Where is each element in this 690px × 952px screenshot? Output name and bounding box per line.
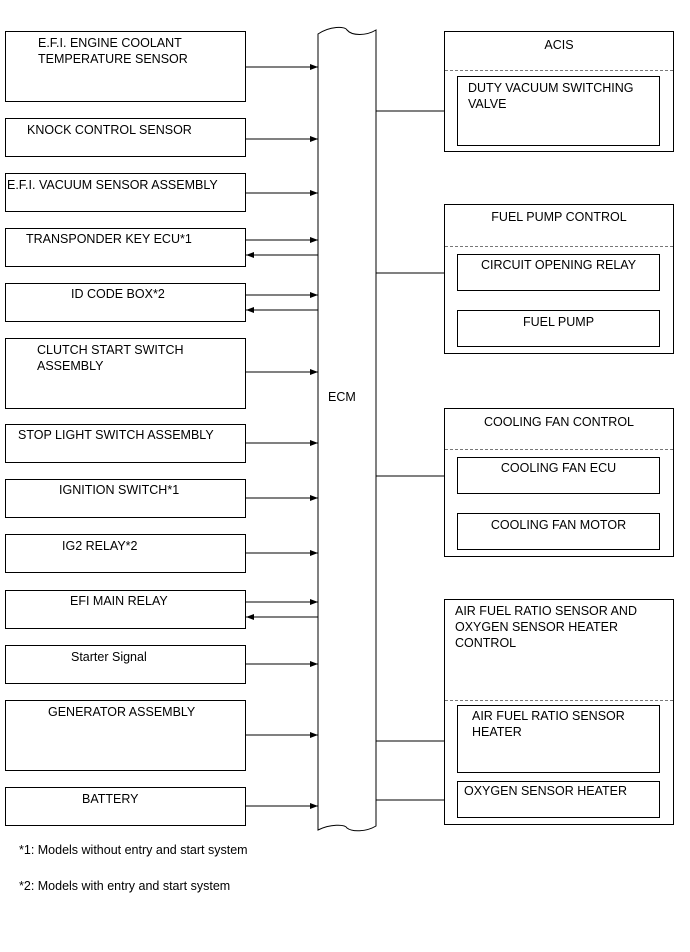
output-label: DUTY VACUUM SWITCHING VALVE <box>468 81 634 111</box>
output-label: OXYGEN SENSOR HEATER <box>464 784 627 798</box>
input-starter-signal: Starter Signal <box>5 645 246 684</box>
input-knock-sensor: KNOCK CONTROL SENSOR <box>5 118 246 157</box>
input-label: ID CODE BOX*2 <box>71 287 165 301</box>
output-af-sensor-heater: AIR FUEL RATIO SENSOR HEATER <box>457 705 660 773</box>
input-label: IGNITION SWITCH*1 <box>59 483 180 497</box>
output-duty-vsv: DUTY VACUUM SWITCHING VALVE <box>457 76 660 146</box>
input-label: GENERATOR ASSEMBLY <box>48 705 196 719</box>
output-label: FUEL PUMP <box>522 315 595 329</box>
input-coolant-sensor: E.F.I. ENGINE COOLANT TEMPERATURE SENSOR <box>5 31 246 102</box>
input-clutch-start-switch: CLUTCH START SWITCH ASSEMBLY <box>5 338 246 409</box>
group-divider <box>445 70 673 71</box>
ecm-label: ECM <box>328 390 356 404</box>
footnote-1: *1: Models without entry and start syste… <box>19 843 248 857</box>
input-label: Starter Signal <box>71 650 147 664</box>
input-vacuum-sensor: E.F.I. VACUUM SENSOR ASSEMBLY <box>5 173 246 212</box>
input-label: E.F.I. ENGINE COOLANT TEMPERATURE SENSOR <box>38 36 188 66</box>
input-efi-main-relay: EFI MAIN RELAY <box>5 590 246 629</box>
input-battery: BATTERY <box>5 787 246 826</box>
group-divider <box>445 700 673 701</box>
input-ignition-switch: IGNITION SWITCH*1 <box>5 479 246 518</box>
input-label: KNOCK CONTROL SENSOR <box>27 123 192 137</box>
input-stop-light-switch: STOP LIGHT SWITCH ASSEMBLY <box>5 424 246 463</box>
output-cooling-fan-motor: COOLING FAN MOTOR <box>457 513 660 550</box>
input-label: E.F.I. VACUUM SENSOR ASSEMBLY <box>7 178 218 192</box>
input-label: IG2 RELAY*2 <box>62 539 138 553</box>
input-label: TRANSPONDER KEY ECU*1 <box>26 232 192 246</box>
input-label: CLUTCH START SWITCH ASSEMBLY <box>37 343 184 373</box>
output-cooling-fan-ecu: COOLING FAN ECU <box>457 457 660 494</box>
input-generator-assembly: GENERATOR ASSEMBLY <box>5 700 246 771</box>
input-label: BATTERY <box>82 792 139 806</box>
input-ig2-relay: IG2 RELAY*2 <box>5 534 246 573</box>
group-title: FUEL PUMP CONTROL <box>491 210 627 224</box>
group-divider <box>445 449 673 450</box>
input-label: STOP LIGHT SWITCH ASSEMBLY <box>18 428 214 442</box>
output-label: AIR FUEL RATIO SENSOR HEATER <box>472 709 625 739</box>
output-label: CIRCUIT OPENING RELAY <box>480 258 637 272</box>
input-label: EFI MAIN RELAY <box>70 594 168 608</box>
output-fuel-pump: FUEL PUMP <box>457 310 660 347</box>
input-id-code-box: ID CODE BOX*2 <box>5 283 246 322</box>
group-title: AIR FUEL RATIO SENSOR AND OXYGEN SENSOR … <box>455 604 637 650</box>
group-title: ACIS <box>544 38 574 52</box>
input-transponder-key-ecu: TRANSPONDER KEY ECU*1 <box>5 228 246 267</box>
output-label: COOLING FAN ECU <box>500 461 617 475</box>
group-divider <box>445 246 673 247</box>
output-circuit-opening-relay: CIRCUIT OPENING RELAY <box>457 254 660 291</box>
ecm-bar <box>317 26 377 832</box>
footnote-2: *2: Models with entry and start system <box>19 879 231 893</box>
output-oxygen-sensor-heater: OXYGEN SENSOR HEATER <box>457 781 660 818</box>
output-label: COOLING FAN MOTOR <box>490 518 627 532</box>
group-title: COOLING FAN CONTROL <box>483 415 635 429</box>
